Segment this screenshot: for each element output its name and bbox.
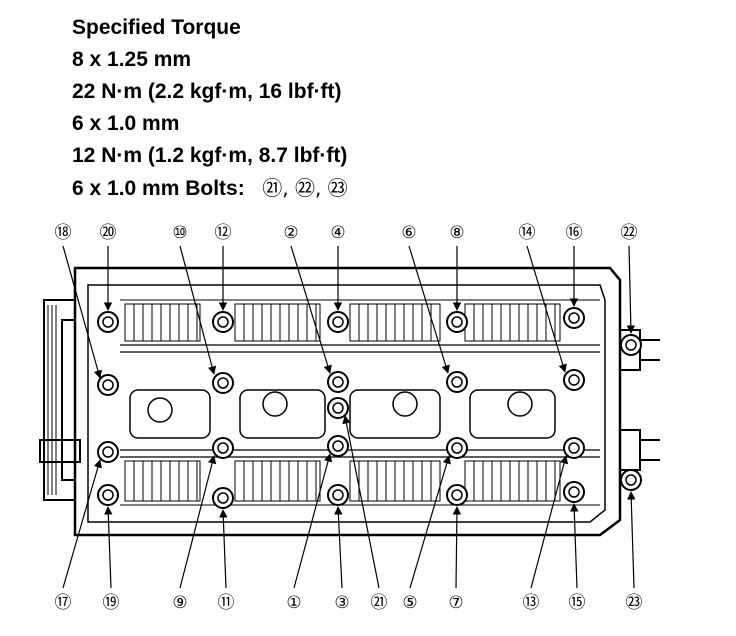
bolt — [620, 469, 642, 491]
leader-line — [179, 455, 217, 589]
callout-16: ⑯ — [566, 223, 583, 243]
callout-22: ㉒ — [621, 223, 638, 243]
spec-bolt-b-torque: 12 N·m (1.2 kgf·m, 8.7 lbf·ft) — [72, 144, 348, 167]
bolt — [563, 369, 585, 391]
callout-18: ⑱ — [55, 223, 72, 243]
leader-line — [62, 245, 103, 379]
callouts-top: ⑱ ⑳ ⑩ ⑫ ② ④ ⑥ ⑧ ⑭ ⑯ ㉒ — [55, 223, 638, 243]
leader-line — [219, 509, 228, 589]
bolts — [97, 307, 642, 509]
leader-line — [179, 245, 217, 375]
callout-2: ② — [283, 223, 298, 243]
leader-line — [530, 455, 569, 589]
leader-line — [526, 245, 567, 373]
bolt — [97, 484, 119, 506]
cylinder-head-body — [73, 266, 622, 537]
callout-5: ⑤ — [402, 593, 417, 613]
bolt — [563, 481, 585, 503]
callout-14: ⑭ — [519, 223, 536, 243]
leader-lines — [62, 245, 636, 589]
leader-line — [408, 245, 450, 374]
bolt — [97, 374, 119, 396]
bolt — [446, 311, 468, 333]
bolt — [97, 311, 119, 333]
bolt — [327, 484, 349, 506]
cam-lobes — [124, 303, 561, 502]
leader-line — [570, 503, 579, 589]
spec-bolt-c-line: 6 x 1.0 mm Bolts: ㉑, ㉒, ㉓ — [72, 172, 348, 205]
camshafts — [120, 344, 600, 458]
spec-title: Specified Torque — [72, 16, 241, 39]
callout-9: ⑨ — [172, 593, 187, 613]
spec-bolt-b-size: 6 x 1.0 mm — [72, 112, 180, 135]
callout-10: ⑩ — [172, 223, 187, 243]
bolt — [212, 372, 234, 394]
cam-lobe-group — [124, 303, 201, 342]
bolt — [327, 371, 349, 393]
callout-4: ④ — [330, 223, 345, 243]
bolt — [446, 371, 468, 393]
leader-line — [452, 506, 462, 589]
cam-lobe-group — [464, 460, 561, 502]
callout-12: ⑫ — [215, 223, 232, 243]
cam-lobe-group — [234, 303, 321, 342]
callout-19: ⑲ — [103, 593, 120, 613]
callout-13: ⑬ — [523, 593, 540, 613]
callout-23: ㉓ — [626, 593, 643, 613]
callouts-bottom: ⑰ ⑲ ⑨ ⑪ ① ③ ㉑ ⑤ ⑦ ⑬ ⑮ ㉓ — [55, 593, 643, 613]
leader-line — [409, 455, 451, 589]
leader-line — [293, 453, 333, 589]
bolt — [212, 311, 234, 333]
bolt — [212, 487, 234, 509]
cam-lobe-group — [234, 460, 321, 502]
callout-7: ⑦ — [448, 593, 463, 613]
callout-3: ③ — [334, 593, 349, 613]
bolt — [327, 311, 349, 333]
callout-8: ⑧ — [449, 223, 464, 243]
leader-line — [627, 491, 636, 589]
callout-17: ⑰ — [55, 593, 72, 613]
callout-11: ⑪ — [218, 593, 235, 613]
bolt — [446, 484, 468, 506]
bolt — [620, 334, 642, 356]
callout-21: ㉑ — [371, 593, 388, 613]
bolt — [446, 437, 468, 459]
bolt — [327, 435, 349, 457]
spec-bolt-c-list: ㉑, ㉒, ㉓ — [262, 176, 348, 200]
callout-20: ⑳ — [100, 223, 117, 243]
spark-plug-tubes — [129, 389, 556, 439]
spec-bolt-a-torque: 22 N·m (2.2 kgf·m, 16 lbf·ft) — [72, 80, 342, 103]
torque-spec-block: Specified Torque 8 x 1.25 mm 22 N·m (2.2… — [72, 12, 348, 205]
leader-line — [62, 459, 102, 589]
leader-line — [290, 245, 332, 374]
spec-bolt-a-size: 8 x 1.25 mm — [72, 48, 192, 71]
leader-line — [626, 245, 636, 334]
cam-lobe-group — [349, 460, 441, 502]
cam-lobe-group — [124, 460, 201, 502]
bolt — [327, 397, 349, 419]
callout-15: ⑮ — [569, 593, 586, 613]
callout-6: ⑥ — [401, 223, 416, 243]
bolt — [563, 307, 585, 329]
bolt — [97, 441, 119, 463]
callout-1: ① — [286, 593, 301, 613]
leader-line — [334, 506, 343, 589]
bolt — [563, 437, 585, 459]
leader-line — [342, 415, 380, 589]
cam-lobe-group — [349, 303, 441, 342]
bolt — [212, 437, 234, 459]
leader-line — [104, 506, 113, 589]
spec-bolt-c-label: 6 x 1.0 mm Bolts: — [72, 177, 245, 200]
